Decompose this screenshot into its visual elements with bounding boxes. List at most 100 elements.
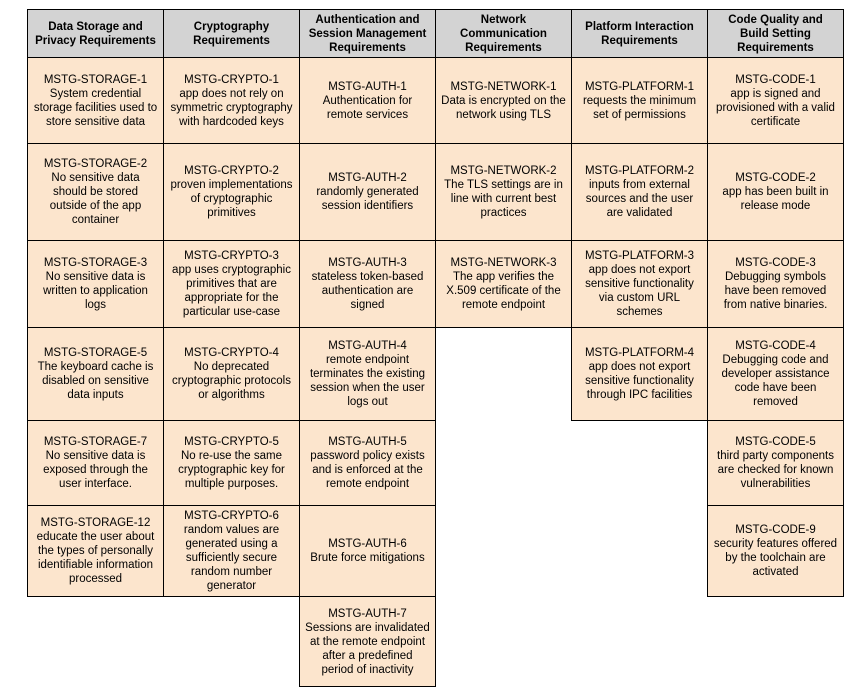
requirement-cell: MSTG-AUTH-4 remote endpoint terminates th…	[299, 327, 436, 421]
requirement-desc: The keyboard cache is disabled on sensit…	[37, 361, 154, 401]
requirement-desc: app has been built in release mode	[722, 186, 829, 212]
requirement-id: MSTG-STORAGE-7	[43, 436, 148, 448]
requirement-id: MSTG-CRYPTO-2	[184, 165, 279, 177]
requirement-desc: The TLS settings are in line with curren…	[444, 179, 563, 219]
requirement-id: MSTG-STORAGE-5	[43, 347, 148, 359]
requirement-desc: Sessions are invalidated at the remote e…	[305, 621, 430, 676]
requirement-desc: app does not rely on symmetric cryptogra…	[170, 87, 293, 128]
requirement-id: MSTG-AUTH-2	[328, 172, 407, 184]
column-header: Data Storage and Privacy Requirements	[27, 9, 164, 58]
requirement-desc: No deprecated cryptographic protocols or…	[172, 361, 291, 401]
requirement-desc: inputs from external sources and the use…	[585, 179, 694, 219]
requirement-desc: requests the minimum set of permissions	[582, 94, 697, 121]
requirement-desc: System credential storage facilities use…	[33, 87, 158, 128]
requirement-id: MSTG-NETWORK-1	[450, 80, 557, 93]
column-header: Code Quality and Build Setting Requireme…	[707, 9, 844, 58]
requirement-cell: MSTG-CRYPTO-6 random values are generated…	[163, 505, 300, 597]
requirement-desc: third party components are checked for k…	[717, 450, 834, 490]
requirement-desc: educate the user about the types of pers…	[36, 531, 155, 585]
requirement-id: MSTG-CODE-2	[735, 172, 816, 184]
requirement-desc: app does not export sensitive functional…	[585, 264, 694, 318]
requirement-id: MSTG-STORAGE-2	[43, 158, 148, 170]
requirement-desc: Brute force mitigations	[310, 552, 425, 564]
requirement-desc: randomly generated session identifiers	[316, 186, 419, 212]
column-header: Platform Interaction Requirements	[571, 9, 708, 58]
requirement-id: MSTG-CODE-1	[735, 73, 816, 86]
requirement-id: MSTG-AUTH-1	[328, 80, 407, 93]
requirement-desc: No sensitive data should be stored outsi…	[49, 172, 142, 226]
requirement-cell: MSTG-CRYPTO-5 No re-use the same cryptogr…	[163, 420, 300, 506]
requirement-cell: MSTG-CODE-2 app has been built in release…	[707, 143, 844, 241]
requirement-id: MSTG-NETWORK-3	[450, 257, 557, 269]
requirement-id: MSTG-PLATFORM-4	[584, 347, 695, 359]
requirement-cell: MSTG-AUTH-2 randomly generated session id…	[299, 143, 436, 241]
requirement-id: MSTG-CODE-4	[735, 340, 816, 352]
requirement-cell: MSTG-CRYPTO-2 proven implementations of c…	[163, 143, 300, 241]
requirement-id: MSTG-CRYPTO-6	[184, 510, 279, 522]
requirement-cell: MSTG-CODE-9 security features offered by …	[707, 505, 844, 597]
column-header: Cryptography Requirements	[163, 9, 300, 58]
requirement-desc: app is signed and provisioned with a val…	[716, 87, 835, 128]
requirement-id: MSTG-AUTH-3	[328, 257, 407, 269]
requirement-desc: app does not export sensitive functional…	[585, 361, 694, 401]
requirement-desc: remote endpoint terminates the existing …	[309, 354, 426, 408]
requirement-cell: MSTG-STORAGE-2 No sensitive data should b…	[27, 143, 164, 241]
requirement-id: MSTG-CRYPTO-5	[184, 436, 279, 448]
requirement-id: MSTG-CRYPTO-3	[184, 250, 279, 262]
column-header: Network Communication Requirements	[435, 9, 572, 58]
requirement-id: MSTG-CODE-3	[735, 257, 816, 269]
requirement-id: MSTG-AUTH-5	[328, 436, 407, 448]
requirement-id: MSTG-CODE-5	[735, 436, 816, 448]
requirement-desc: security features offered by the toolcha…	[713, 538, 838, 578]
requirement-cell: MSTG-CODE-5 third party components are ch…	[707, 420, 844, 506]
requirement-id: MSTG-CRYPTO-4	[184, 347, 279, 359]
requirement-id: MSTG-AUTH-7	[328, 607, 407, 620]
requirement-id: MSTG-CODE-9	[735, 524, 816, 536]
requirement-cell: MSTG-STORAGE-3 No sensitive data is writt…	[27, 240, 164, 328]
requirement-desc: No re-use the same cryptographic key for…	[178, 450, 285, 490]
requirement-cell: MSTG-STORAGE-7 No sensitive data is expos…	[27, 420, 164, 506]
requirement-desc: random values are generated using a suff…	[183, 524, 280, 592]
requirement-desc: Authentication for remote services	[322, 94, 413, 121]
requirement-desc: Data is encrypted on the network using T…	[441, 94, 566, 121]
requirement-desc: Debugging code and developer assistance …	[721, 354, 830, 408]
requirement-desc: proven implementations of cryptographic …	[170, 179, 293, 219]
requirement-desc: The app verifies the X.509 certificate o…	[446, 271, 561, 311]
requirement-cell: MSTG-PLATFORM-4 app does not export sensi…	[571, 327, 708, 421]
requirement-cell: MSTG-CRYPTO-4 No deprecated cryptographic…	[163, 327, 300, 421]
requirement-cell: MSTG-CRYPTO-3 app uses cryptographic prim…	[163, 240, 300, 328]
requirement-desc: Debugging symbols have been removed from…	[723, 271, 828, 311]
requirement-id: MSTG-NETWORK-2	[450, 165, 557, 177]
requirement-id: MSTG-PLATFORM-3	[584, 250, 695, 262]
requirement-id: MSTG-CRYPTO-1	[184, 73, 279, 86]
requirement-desc: No sensitive data is exposed through the…	[43, 450, 148, 490]
requirement-desc: stateless token-based authentication are…	[311, 271, 424, 311]
requirement-desc: app uses cryptographic primitives that a…	[172, 264, 291, 318]
requirement-desc: password policy exists and is enforced a…	[310, 450, 425, 490]
requirement-id: MSTG-PLATFORM-2	[584, 165, 695, 177]
requirement-cell: MSTG-PLATFORM-3 app does not export sensi…	[571, 240, 708, 328]
requirement-id: MSTG-AUTH-6	[328, 538, 407, 550]
requirement-id: MSTG-PLATFORM-1	[584, 80, 695, 93]
requirement-desc: No sensitive data is written to applicat…	[43, 271, 148, 311]
requirement-id: MSTG-STORAGE-3	[43, 257, 148, 269]
requirement-cell: MSTG-AUTH-3 stateless token-based authent…	[299, 240, 436, 328]
requirement-id: MSTG-AUTH-4	[328, 340, 407, 352]
column-header: Authentication and Session Management Re…	[299, 9, 436, 58]
requirement-id: MSTG-STORAGE-1	[43, 73, 148, 86]
